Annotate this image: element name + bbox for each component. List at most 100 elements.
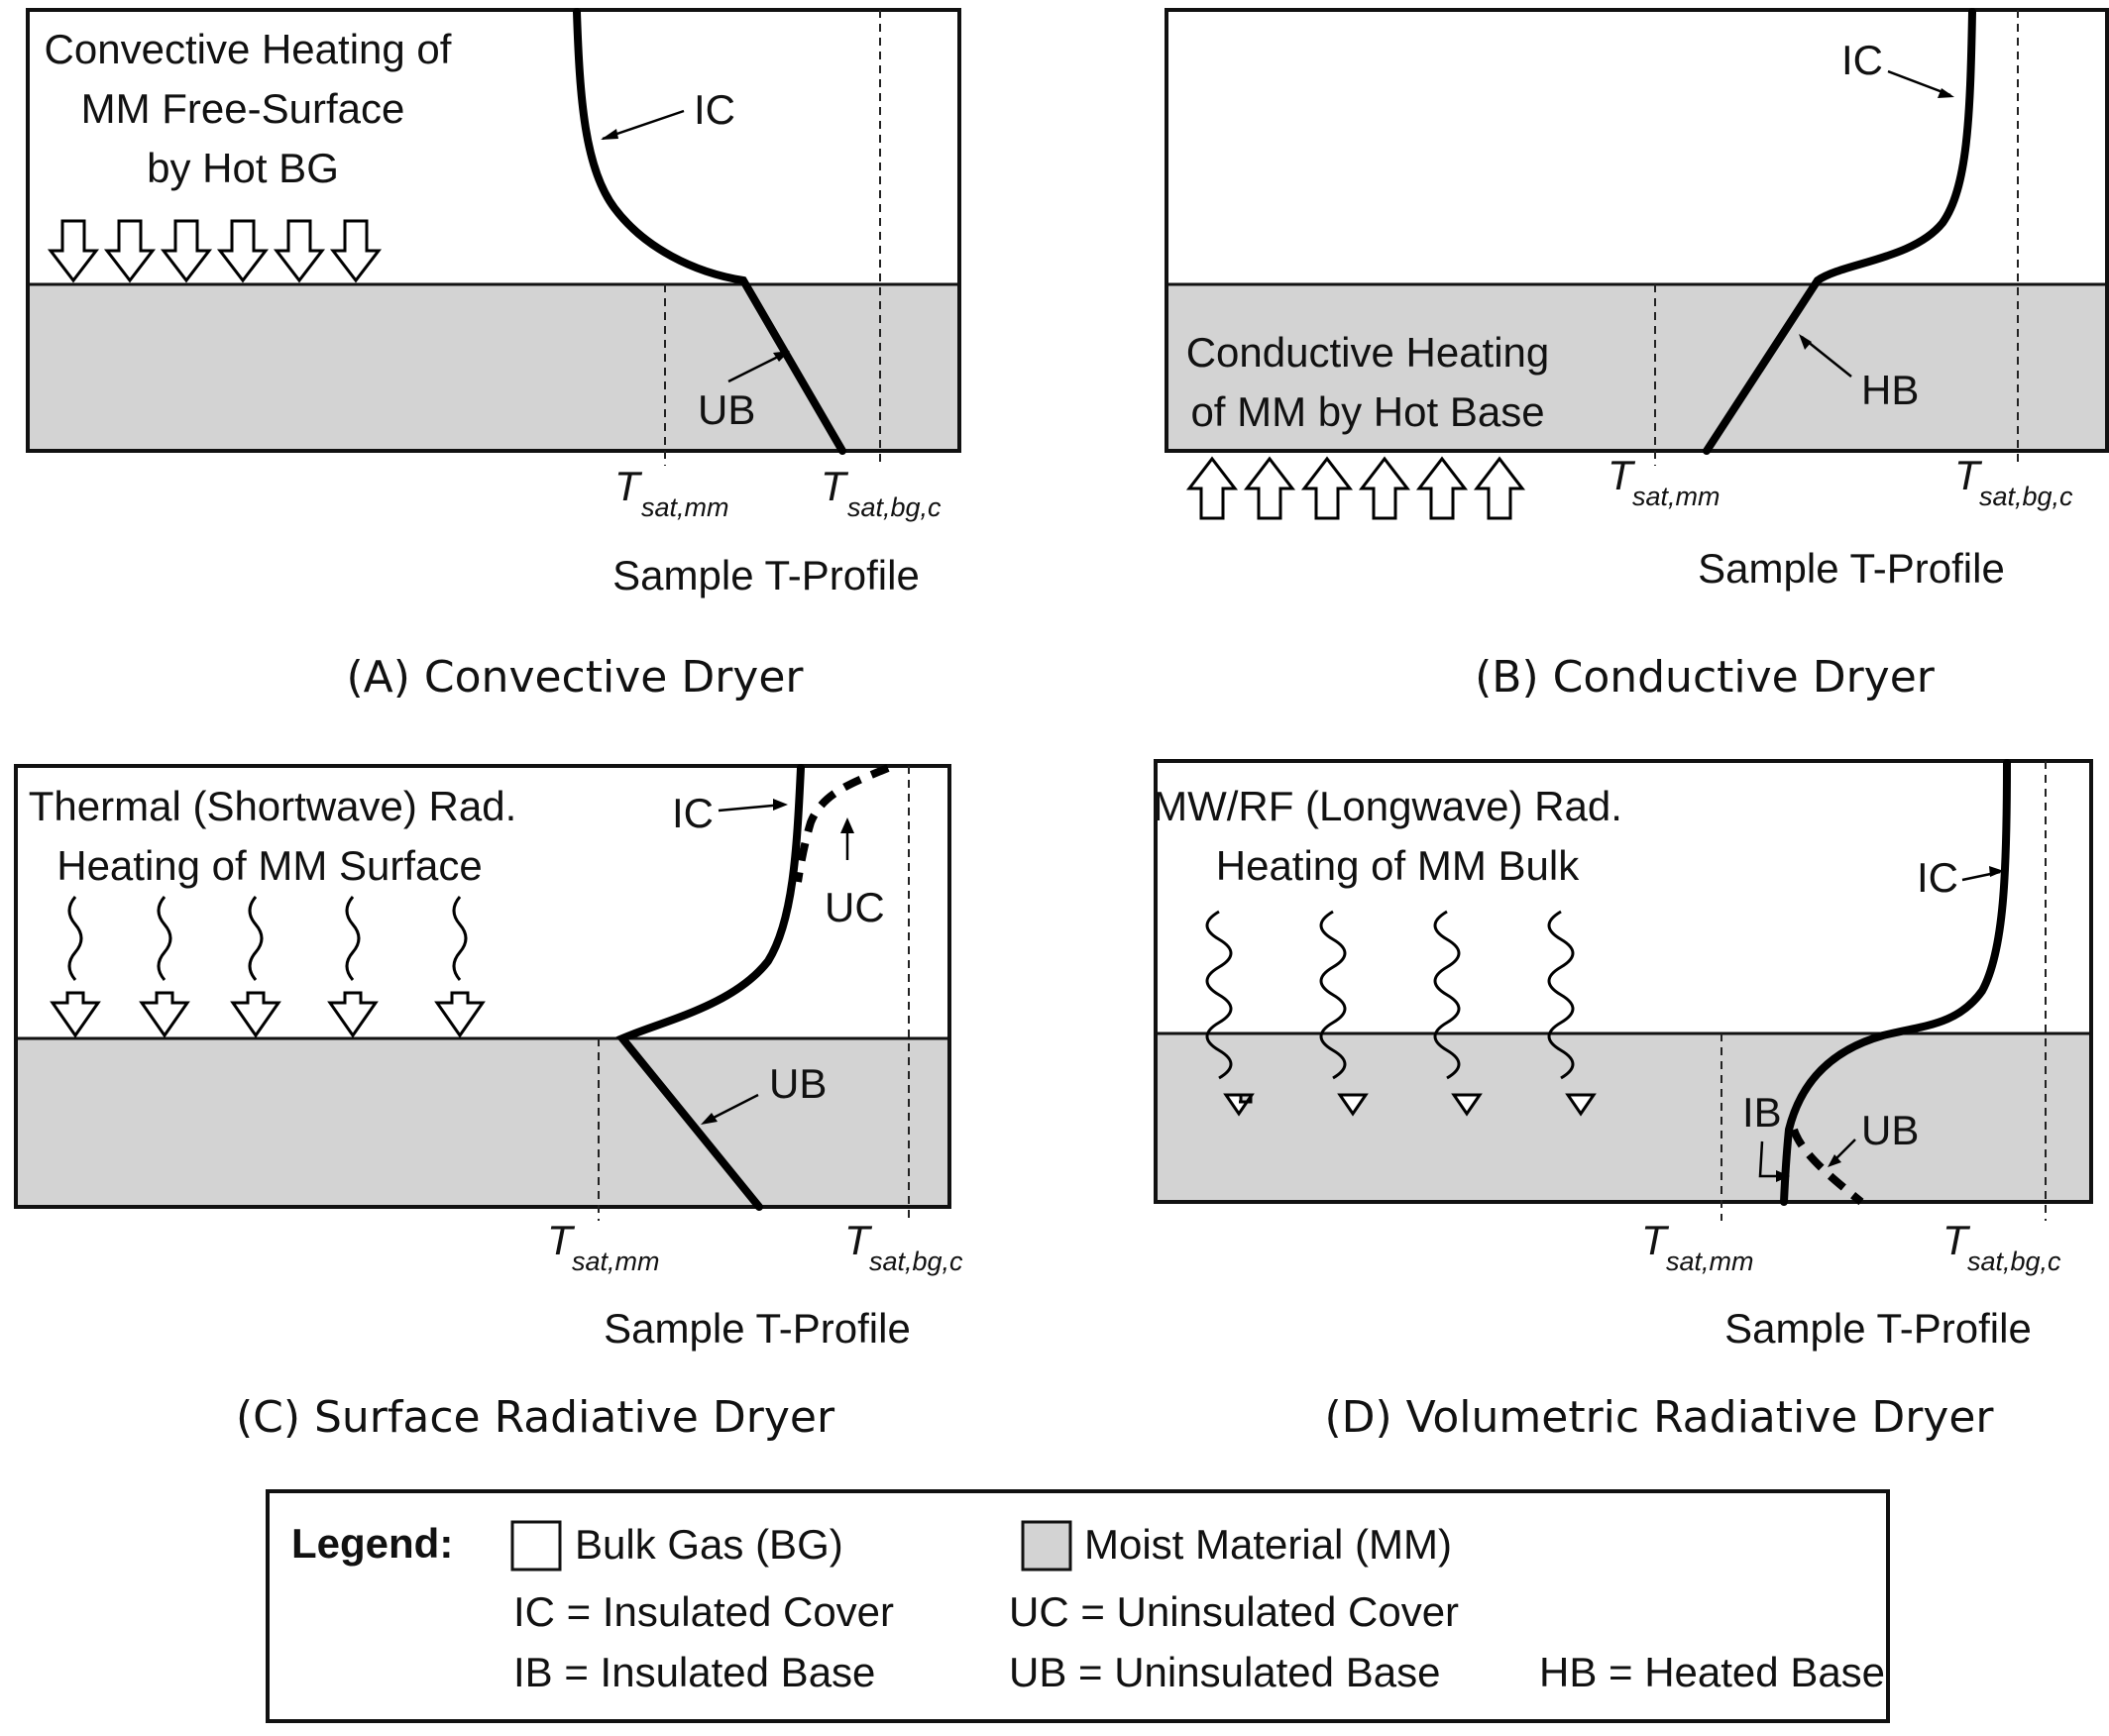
panel-a: Convective Heating of MM Free-Surface by… (26, 8, 961, 703)
wavy-arrow-icon (1547, 910, 1597, 1117)
down-arrow-icon (329, 219, 383, 283)
svg-text:sat,bg,c: sat,bg,c (869, 1247, 963, 1276)
panel-a-ic-label: IC (694, 86, 735, 133)
moist-material-swatch (1021, 1520, 1072, 1572)
panel-b-tsat-bg-label: T sat,bg,c (1954, 452, 2073, 511)
svg-text:T: T (547, 1217, 576, 1263)
panel-b: Conductive Heating of MM by Hot Base IC … (1165, 8, 2109, 703)
panel-a-ub-label: UB (698, 386, 755, 433)
panel-a-heading-2: MM Free-Surface (81, 85, 405, 132)
legend-bulk-gas: Bulk Gas (BG) (575, 1521, 843, 1568)
panel-a-caption: (A) Convective Dryer (347, 652, 805, 703)
svg-text:sat,bg,c: sat,bg,c (847, 492, 942, 522)
panel-d-heading-2: Heating of MM Bulk (1216, 842, 1580, 889)
panel-b-ic-label: IC (1841, 37, 1883, 83)
panel-b-ic-pointer (1887, 69, 1951, 97)
arrowhead-icon (1828, 1154, 1841, 1167)
svg-text:sat,mm: sat,mm (1666, 1247, 1754, 1276)
panel-b-profile-curve (1703, 8, 1976, 455)
panel-c-ic-label: IC (672, 790, 714, 836)
svg-text:sat,bg,c: sat,bg,c (1967, 1247, 2061, 1276)
arrowhead-icon (1938, 88, 1954, 98)
up-arrow-icon (1415, 456, 1469, 520)
panel-d-tsat-bg-label: T sat,bg,c (1942, 1217, 2061, 1276)
panel-d-tsat-mm-label: T sat,mm (1641, 1217, 1754, 1276)
panel-c: Thermal (Shortwave) Rad. Heating of MM S… (14, 764, 963, 1443)
panel-b-caption: (B) Conductive Dryer (1475, 652, 1936, 703)
panel-c-heading-1: Thermal (Shortwave) Rad. (29, 783, 517, 829)
arrowhead-icon (1989, 866, 2004, 877)
bulk-gas-swatch (510, 1520, 562, 1572)
panel-d-radiation-arrows (1205, 910, 1597, 1117)
wavy-arrow-icon (1205, 910, 1255, 1117)
legend: Legend: Bulk Gas (BG) Moist Material (MM… (266, 1489, 1890, 1723)
svg-text:sat,mm: sat,mm (1632, 482, 1720, 511)
panel-c-profile-label: Sample T-Profile (604, 1305, 911, 1352)
svg-text:T: T (1608, 452, 1636, 498)
down-arrow-icon (47, 219, 100, 283)
arrowhead-icon (773, 799, 788, 811)
panel-a-profile-label: Sample T-Profile (612, 552, 920, 598)
panel-c-frame (14, 764, 951, 1209)
up-arrow-icon (1358, 456, 1411, 520)
svg-text:T: T (821, 463, 849, 509)
panel-c-tsat-bg-label: T sat,bg,c (844, 1217, 963, 1276)
down-arrow-icon (216, 219, 270, 283)
panel-a-tsat-mm-label: T sat,mm (614, 463, 729, 522)
panel-d-ic-label: IC (1917, 854, 1958, 901)
panel-c-caption: (C) Surface Radiative Dryer (236, 1392, 835, 1443)
wavy-arrow-icon (1433, 910, 1483, 1117)
arrowhead-icon (773, 351, 790, 362)
panel-d-ub-label: UB (1861, 1107, 1919, 1153)
panel-a-tsat-bg-label: T sat,bg,c (821, 463, 942, 522)
panel-b-frame (1165, 8, 2109, 453)
legend-ib-def: IB = Insulated Base (513, 1649, 875, 1695)
wavy-arrow-icon (139, 896, 190, 1038)
panel-d-moist-material (1154, 1031, 2093, 1204)
up-arrow-icon (1185, 456, 1239, 520)
svg-text:sat,mm: sat,mm (641, 492, 729, 522)
panel-d-caption: (D) Volumetric Radiative Dryer (1324, 1392, 1994, 1443)
panel-a-heading-3: by Hot BG (147, 145, 339, 191)
panel-a-moist-material (26, 282, 961, 453)
up-arrow-icon (1473, 456, 1526, 520)
legend-title: Legend: (291, 1520, 453, 1567)
arrowhead-icon (601, 129, 618, 140)
wavy-arrow-icon (50, 896, 101, 1038)
svg-text:T: T (1954, 452, 1983, 498)
down-arrow-icon (160, 219, 213, 283)
panel-c-uc-label: UC (825, 884, 885, 930)
arrowhead-icon (701, 1113, 718, 1125)
down-arrow-icon (273, 219, 326, 283)
panel-b-tsat-mm-label: T sat,mm (1608, 452, 1720, 511)
legend-moist-material: Moist Material (MM) (1084, 1521, 1452, 1568)
wavy-arrow-icon (230, 896, 281, 1038)
up-arrow-icon (1243, 456, 1296, 520)
panel-c-radiation-arrows (50, 896, 486, 1038)
legend-uc-def: UC = Uninsulated Cover (1009, 1588, 1459, 1635)
legend-ub-def: UB = Uninsulated Base (1009, 1649, 1440, 1695)
up-arrow-icon (1300, 456, 1354, 520)
down-arrow-icon (103, 219, 157, 283)
legend-ic-def: IC = Insulated Cover (513, 1588, 894, 1635)
legend-hb-def: HB = Heated Base (1539, 1649, 1885, 1695)
panel-a-profile-curve (573, 8, 846, 455)
svg-text:T: T (614, 463, 643, 509)
panel-b-conductive-arrows (1185, 456, 1526, 520)
panel-a-convective-arrows (47, 219, 383, 283)
panel-d-ib-label: IB (1742, 1089, 1782, 1136)
panel-c-ub-label: UB (769, 1060, 827, 1107)
panel-c-ic-pointer (718, 803, 784, 813)
panel-c-uc-profile-curve (794, 764, 890, 883)
panel-c-tsat-mm-label: T sat,mm (547, 1217, 660, 1276)
panel-d: MW/RF (Longwave) Rad. Heating of MM Bulk (1153, 759, 2093, 1443)
panel-a-heading-1: Convective Heating of (45, 26, 452, 72)
svg-text:T: T (844, 1217, 873, 1263)
legend-frame (266, 1489, 1890, 1723)
svg-text:sat,mm: sat,mm (572, 1247, 660, 1276)
panel-b-heading-2: of MM by Hot Base (1190, 388, 1544, 435)
panel-c-moist-material (14, 1036, 951, 1209)
panel-d-ic-profile-curve (1780, 759, 2011, 1206)
svg-text:sat,bg,c: sat,bg,c (1979, 482, 2073, 511)
svg-text:T: T (1641, 1217, 1670, 1263)
